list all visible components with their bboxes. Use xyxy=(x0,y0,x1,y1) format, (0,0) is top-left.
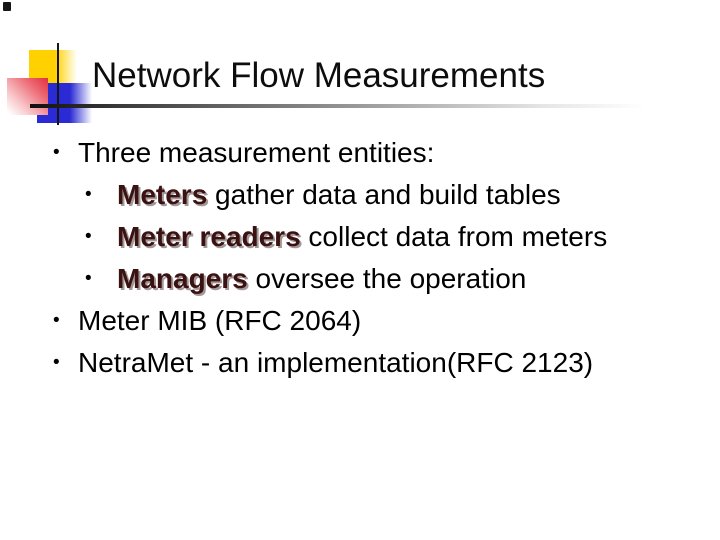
red-square-decoration xyxy=(7,78,48,115)
bullet-icon: • xyxy=(85,268,92,289)
list-item-text: Meter MIB (RFC 2064) xyxy=(78,305,362,336)
list-item: • Meter readers collect data from meters xyxy=(0,216,720,258)
list-item-emphasis: Managers xyxy=(117,263,248,294)
list-item-text: NetraMet - an implementation(RFC 2123) xyxy=(78,347,594,378)
list-item-text: collect data from meters xyxy=(300,221,608,252)
list-item-emphasis: Meter readers xyxy=(117,221,301,252)
list-item-text: oversee the operation xyxy=(247,263,527,294)
list-item-text: Three measurement entities: xyxy=(78,137,435,168)
vertical-line-decoration xyxy=(57,43,59,125)
list-item: • Meter MIB (RFC 2064) xyxy=(0,300,720,342)
list-item-emphasis: Meters xyxy=(117,179,208,210)
list-item: • Managers oversee the operation xyxy=(0,258,720,300)
list-item: • Three measurement entities: xyxy=(0,132,720,174)
bullet-icon: • xyxy=(53,352,60,373)
list-item-text: gather data and build tables xyxy=(207,179,561,210)
title-underline xyxy=(30,104,658,108)
bullet-icon: • xyxy=(53,310,60,331)
list-item: • Meters gather data and build tables xyxy=(0,174,720,216)
bullet-icon: • xyxy=(53,142,60,163)
bullet-list: • Three measurement entities: • Meters g… xyxy=(0,132,720,384)
list-item: • NetraMet - an implementation(RFC 2123) xyxy=(0,342,720,384)
bullet-icon: • xyxy=(85,226,92,247)
bullet-icon: • xyxy=(85,184,92,205)
corner-square-decoration xyxy=(3,2,11,11)
slide-title: Network Flow Measurements xyxy=(92,56,546,95)
